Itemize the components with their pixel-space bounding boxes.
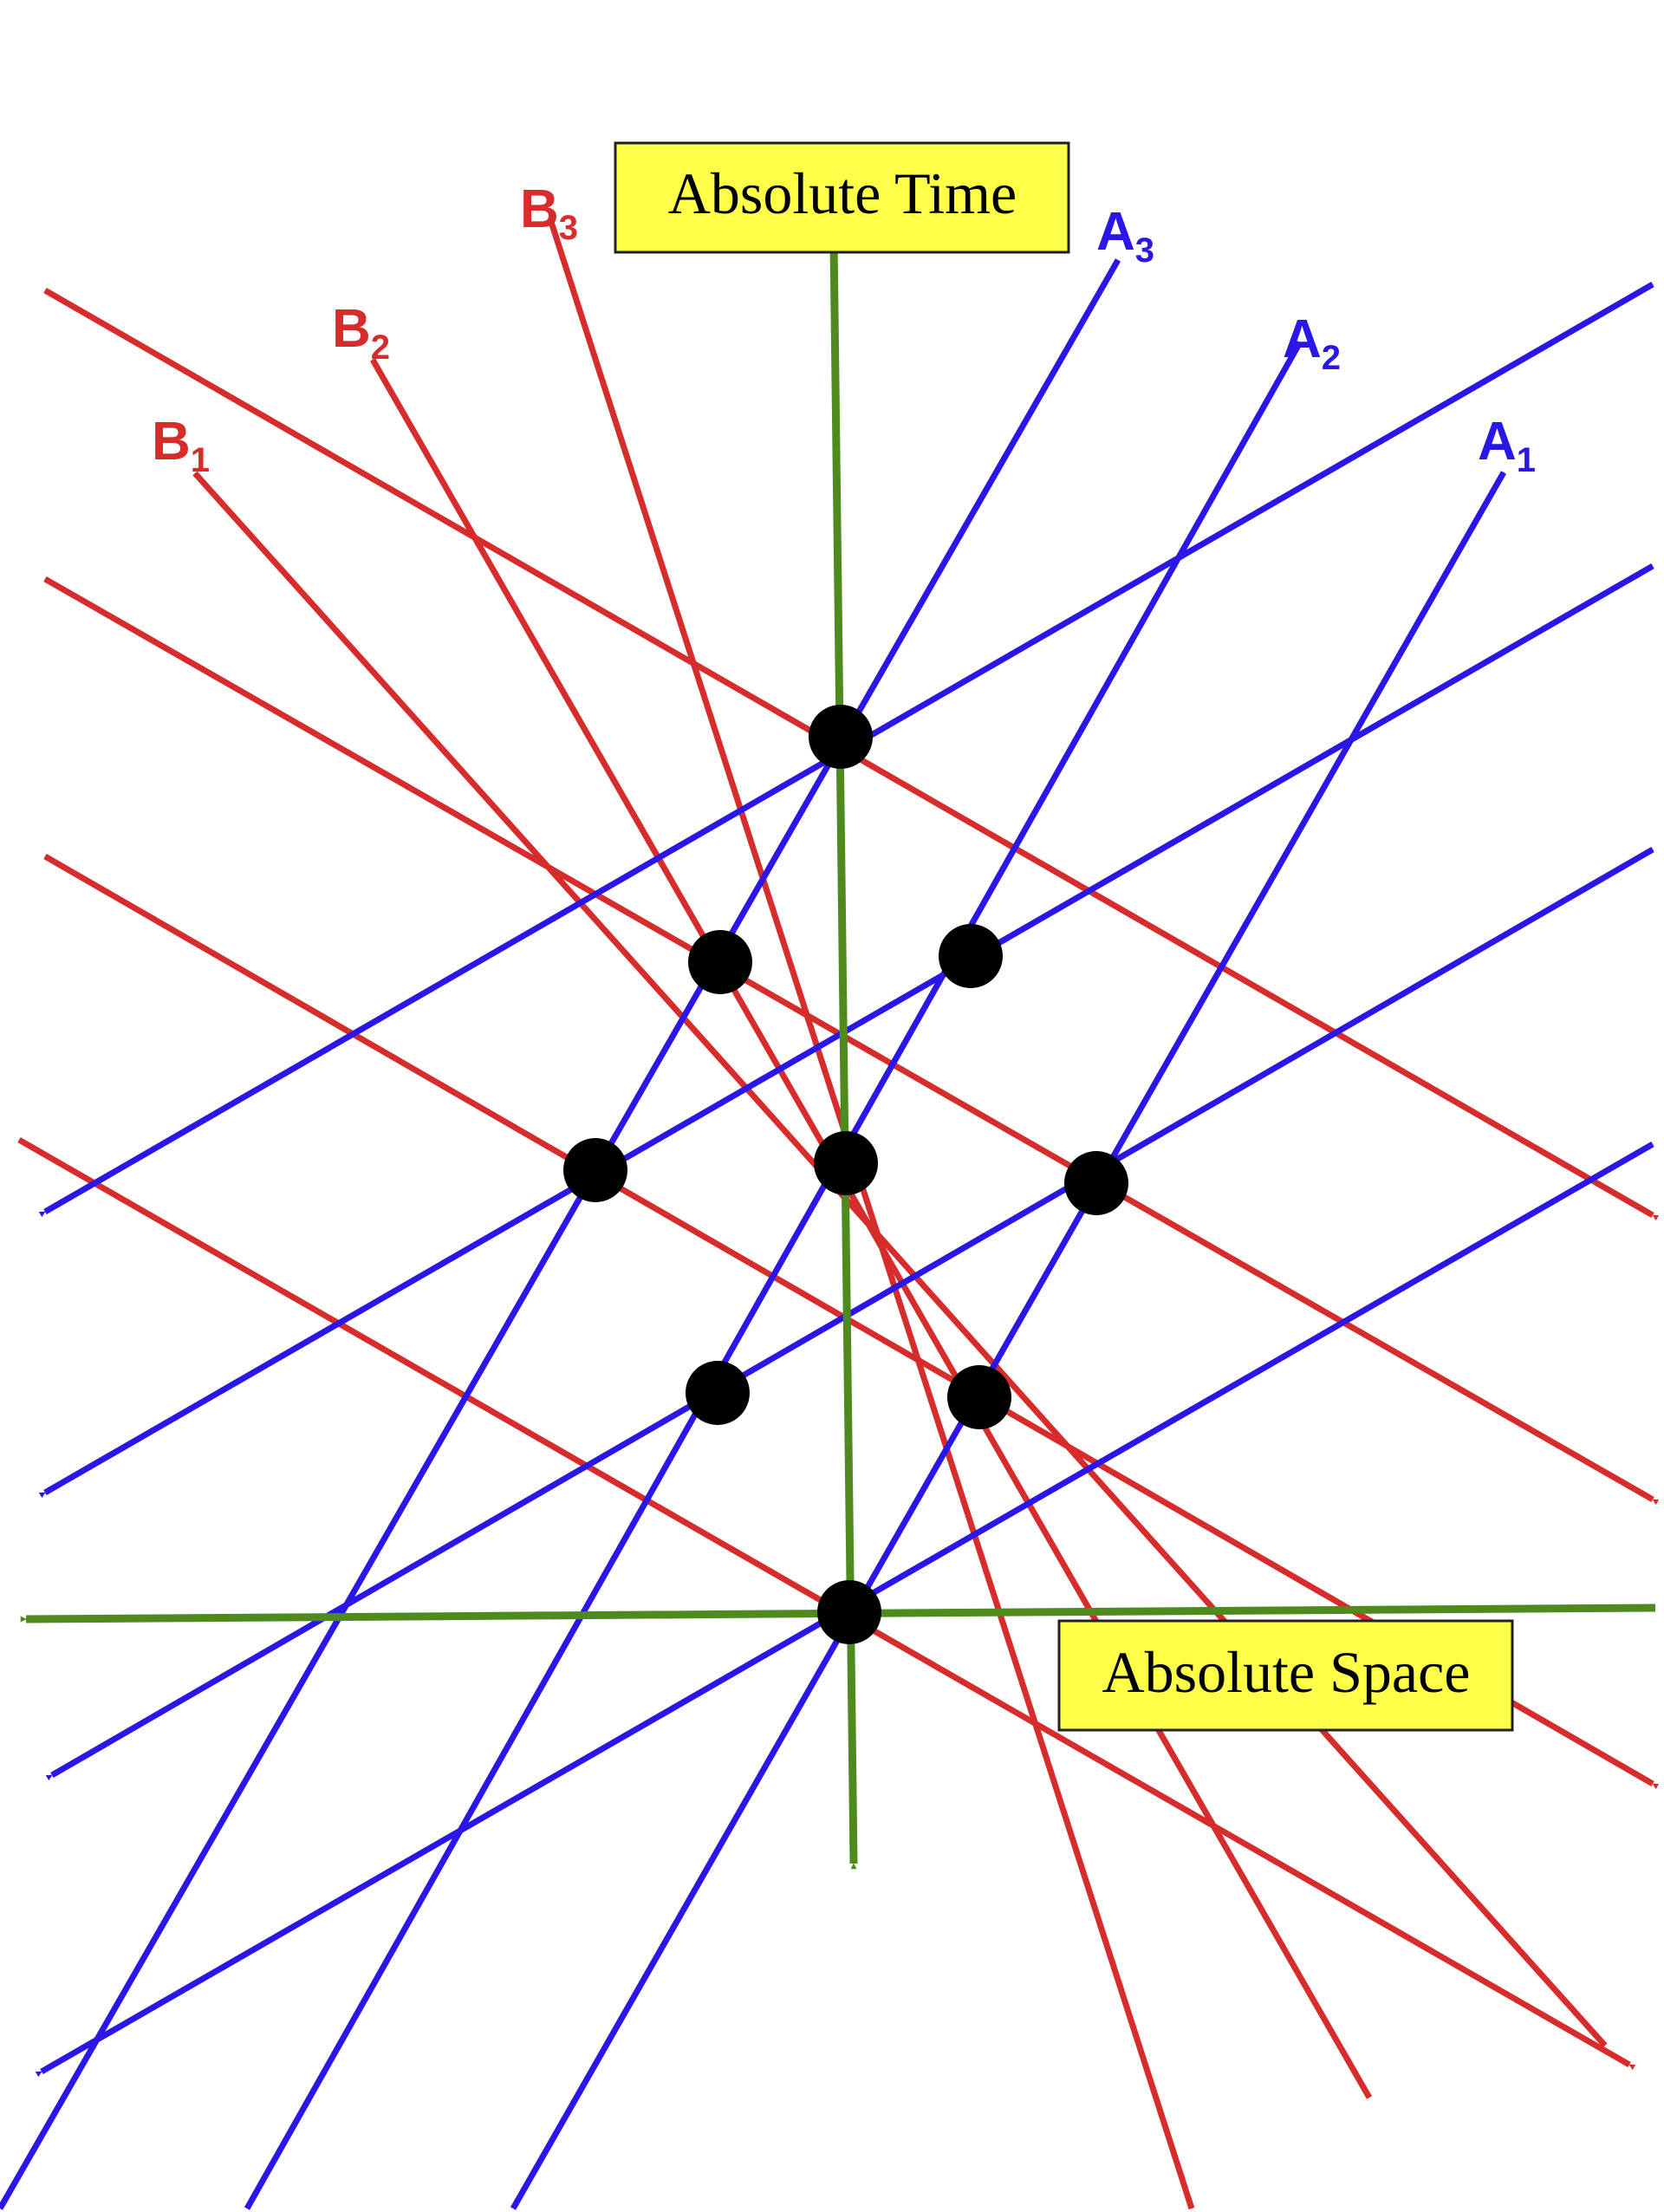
b1-label: B1 xyxy=(152,412,210,479)
absolute-space-label-box: Absolute Space xyxy=(1057,1619,1514,1732)
absolute-time-label: Absolute Time xyxy=(668,160,1017,226)
a-labels: A3 A2 A1 xyxy=(1096,202,1536,479)
absolute-time-label-box: Absolute Time xyxy=(614,141,1070,254)
b3-world-line xyxy=(548,220,1195,2210)
b-labels: B1 B2 B3 xyxy=(152,179,578,479)
b2-label: B2 xyxy=(332,299,390,367)
event-dot xyxy=(817,1580,881,1644)
event-dot xyxy=(814,1131,878,1195)
a3-label: A3 xyxy=(1096,202,1154,270)
event-dot xyxy=(1064,1151,1128,1215)
absolute-space-label: Absolute Space xyxy=(1102,1639,1471,1705)
a2-world-line xyxy=(244,341,1303,2210)
b1-world-line xyxy=(192,471,1608,2048)
a1-label: A1 xyxy=(1478,412,1536,479)
event-dots xyxy=(563,705,1128,1644)
a1-world-line xyxy=(510,471,1507,2210)
b3-label: B3 xyxy=(520,179,578,247)
b2-world-line xyxy=(369,358,1373,2099)
event-dot xyxy=(809,705,873,769)
a2-label: A2 xyxy=(1283,309,1341,377)
event-dot xyxy=(563,1138,627,1202)
event-dot xyxy=(939,924,1003,988)
event-dot xyxy=(686,1361,750,1425)
event-dot xyxy=(688,930,752,994)
a-family-steep-lines xyxy=(0,258,1507,2210)
a3-world-line xyxy=(0,258,1121,2210)
event-dot xyxy=(947,1365,1011,1429)
b-family-steep-lines xyxy=(192,220,1608,2210)
